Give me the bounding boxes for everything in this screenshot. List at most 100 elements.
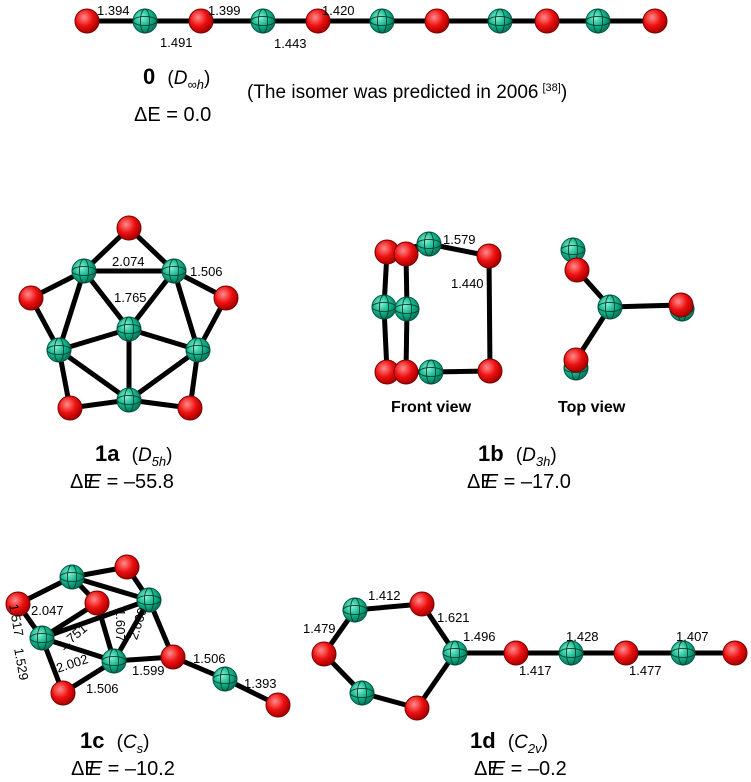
symmetry-close: ) [143,732,149,753]
red-sphere-icon [503,640,529,666]
bond-length-label: 1.529 [11,647,31,682]
atom-layer [311,591,748,721]
bond-length-label: 1.443 [274,36,307,51]
green-sphere-icon [597,294,623,320]
red-sphere-icon [404,695,430,721]
green-sphere-icon [101,648,127,674]
red-sphere-icon [177,395,203,421]
symmetry-close: ) [166,445,172,466]
point-group: D [522,445,536,466]
atom-layer [5,554,291,718]
red-sphere-icon [476,243,502,269]
green-sphere-icon [371,294,397,320]
green-sphere-icon [29,625,55,651]
green-sphere-icon [418,359,444,385]
structure-1d-bond-lengths: 1.412 1.621 1.479 1.496 1.428 1.407 1.41… [303,588,709,678]
red-sphere-icon [305,8,331,34]
atom-layer [560,237,695,381]
red-sphere-icon [393,241,419,267]
atom-layer [371,231,503,385]
structure-0-bond-lengths: 1.394 1.491 1.399 1.443 1.420 [97,3,355,51]
structure-1d-caption: 1d (C2v) ΔEE = –0.2 [470,728,567,780]
bond-length-label: 1.506 [190,264,223,279]
red-sphere-icon [114,554,140,580]
bond-length-label: 1.579 [443,232,476,247]
front-view-label: Front view [391,399,472,416]
top-view-label: Top view [558,399,626,416]
point-group-subscript: 2v [527,741,543,756]
green-sphere-icon [369,8,395,34]
bond-line [39,635,117,664]
point-group: D [138,445,152,466]
svg-text:0 (D∞h): 0 (D∞h) [143,64,210,92]
red-sphere-icon [642,8,668,34]
structure-1b-front-view [371,231,503,385]
structure-1b-bond-lengths: 1.579 1.440 [443,232,484,291]
symmetry-open: ( [516,445,523,466]
red-sphere-icon [18,285,44,311]
red-sphere-icon [393,359,419,385]
green-sphere-icon [670,640,696,666]
bond-length-label: 1.428 [566,629,599,644]
bond-length-label: 1.517 [6,603,26,638]
green-sphere-icon [185,337,211,363]
red-sphere-icon [74,8,100,34]
green-sphere-icon [558,640,584,666]
red-sphere-icon [477,358,503,384]
isomer-label: 1a [95,441,120,466]
red-sphere-icon [213,285,239,311]
structure-1a-caption: 1a (D5h) ΔEE = –55.8 [70,441,174,493]
symmetry-open: ( [508,732,515,753]
energy-1d: ΔEE = –0.2 [474,758,567,780]
svg-text:1c (Cs): 1c (Cs) [80,728,150,756]
green-sphere-icon [161,258,187,284]
structure-0-caption: 0 (D∞h) (The isomer was predicted in 200… [134,64,567,126]
bond-length-label: 1.506 [86,681,119,696]
bond-length-label: 2.074 [112,254,145,269]
green-sphere-icon [416,231,442,257]
bond-length-label: 1.496 [463,629,496,644]
bond-length-label: 1.394 [97,3,130,18]
symmetry-close: ) [542,732,548,753]
bond-length-label: 1.765 [114,290,147,305]
symmetry-close: ) [204,68,210,89]
red-sphere-icon [613,640,639,666]
bond-length-label: 1.412 [368,588,401,603]
bond-length-label: 1.491 [160,35,193,50]
bond-line [486,253,493,374]
bond-length-label: 1.399 [208,3,241,18]
green-sphere-icon [250,8,276,34]
structure-1c-caption: 1c (Cs) ΔEE = –10.2 [71,728,175,780]
green-sphere-icon [394,296,420,322]
bond-length-label: 2.047 [31,603,64,618]
red-sphere-icon [424,8,450,34]
red-sphere-icon [722,640,748,666]
structure-1a-bond-lengths: 2.074 1.506 1.765 [112,254,223,305]
point-group: D [174,68,188,89]
red-sphere-icon [5,591,31,617]
bond-length-label: 1.621 [437,610,470,625]
green-sphere-icon [46,337,72,363]
svg-text:1b (D3h): 1b (D3h) [478,441,557,469]
point-group-subscript: ∞h [187,77,204,92]
svg-text:1d (C2v): 1d (C2v) [470,728,548,756]
bond-length-label: 1.477 [629,663,662,678]
red-sphere-icon [311,641,337,667]
bond-line [171,268,201,353]
bond-length-label: 1.599 [132,663,165,678]
point-group: C [514,732,528,753]
structure-0-linear [74,8,668,34]
red-sphere-icon [188,8,214,34]
isomer-label: 1d [470,728,496,753]
bond-length-label: 1.393 [244,676,277,691]
bond-length-label: 1.440 [451,276,484,291]
point-group-subscript: 5h [152,454,166,469]
red-sphere-icon [265,692,291,718]
bond-length-label: 1.407 [676,629,709,644]
bond-line [39,597,152,641]
green-sphere-icon [349,680,375,706]
red-sphere-icon [57,395,83,421]
atom-layer [18,215,239,421]
bond-length-label: 1.506 [193,651,226,666]
